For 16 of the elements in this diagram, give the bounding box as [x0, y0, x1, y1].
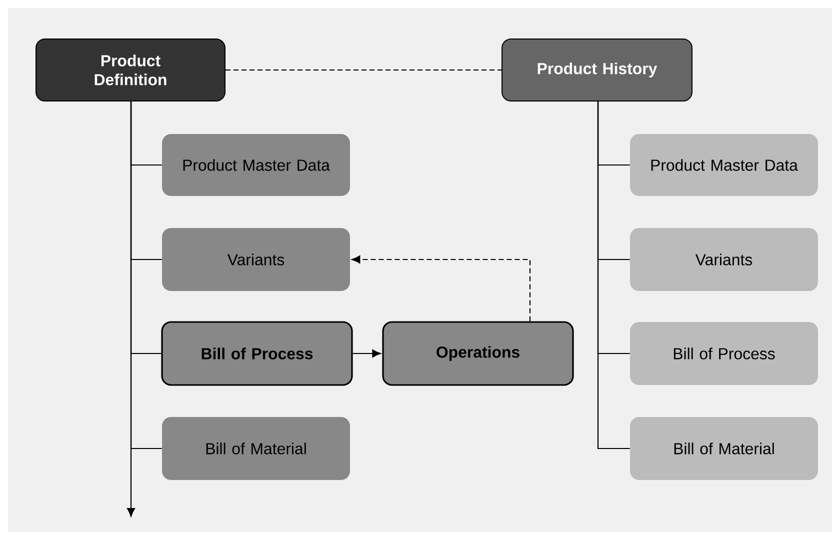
process-box: Operations: [382, 321, 574, 386]
connector-line: [226, 69, 502, 71]
process-box: Bill of Material: [162, 417, 350, 480]
process-box: Variants: [162, 228, 350, 291]
root-box: Product History: [502, 38, 692, 102]
connector-line: [130, 102, 162, 450]
process-box: Variants: [630, 228, 818, 291]
process-box: Product Master Data: [162, 134, 350, 196]
process-box: Bill of Process: [630, 322, 818, 385]
process-box: Product Master Data: [630, 134, 818, 196]
arrow: [352, 256, 531, 322]
process-box: Bill of Process: [161, 321, 353, 386]
connector-line: [597, 102, 630, 450]
process-box: Bill of Material: [630, 417, 818, 480]
arrow: [352, 350, 381, 358]
root-box: Product Definition: [36, 38, 226, 102]
